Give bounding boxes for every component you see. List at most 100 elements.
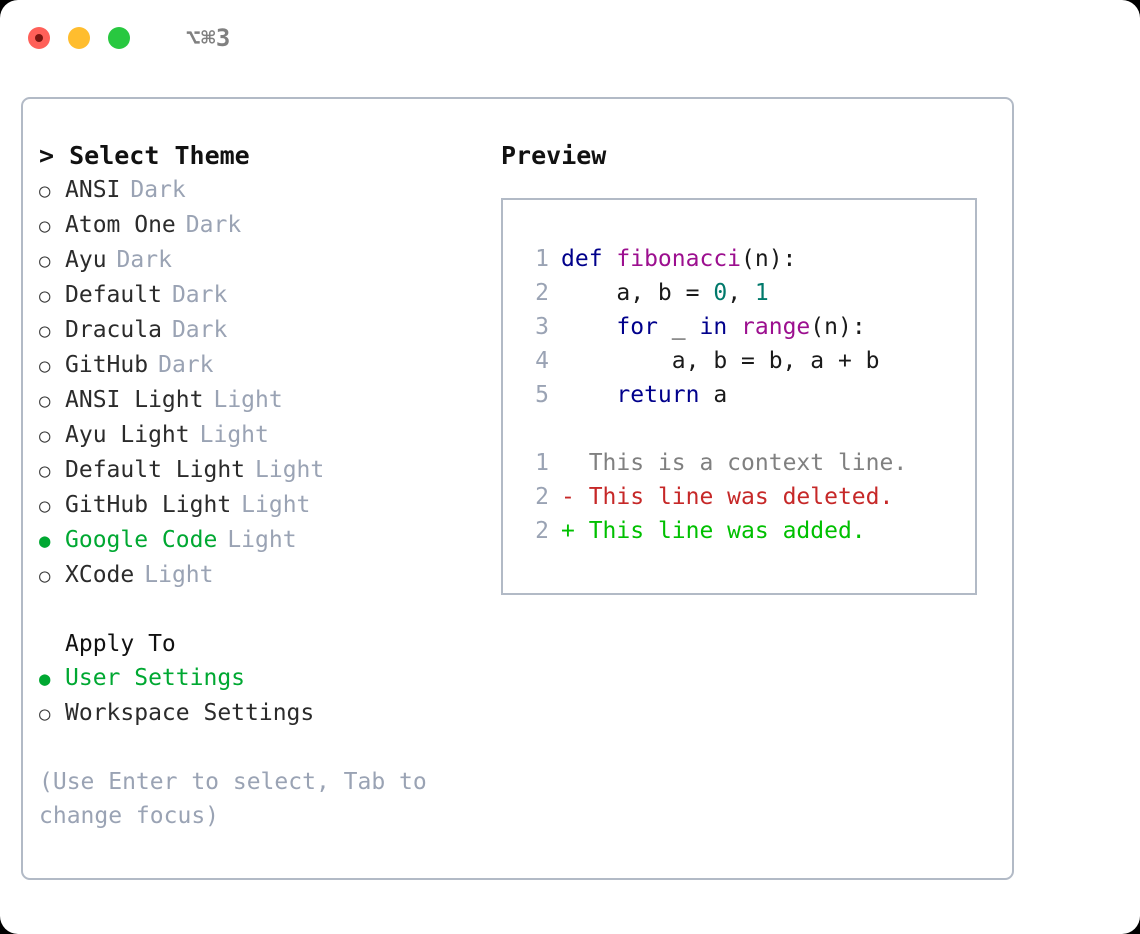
code-line-number: 2 — [535, 280, 549, 306]
code-diff-separator — [521, 412, 975, 446]
code-line: 4 a, b = b, a + b — [521, 344, 975, 378]
code-token-pl: a, b = b, a + b — [561, 348, 880, 374]
radio-unselected-icon: ○ — [39, 285, 51, 307]
theme-option-label: Ayu Light — [65, 422, 190, 448]
theme-option-label: Dracula — [65, 317, 162, 343]
code-line-number: 3 — [535, 314, 549, 340]
code-line-text: def fibonacci(n): — [561, 242, 796, 276]
theme-option[interactable]: ○ GitHub Light Light — [39, 488, 479, 523]
theme-option-label: ANSI — [65, 177, 121, 203]
apply-to-heading: Apply To — [65, 631, 176, 657]
code-line-number: 1 — [535, 246, 549, 272]
code-token-pl: _ — [657, 314, 700, 340]
theme-option-tag: Dark — [185, 212, 242, 238]
code-token-pl: (n): — [810, 314, 866, 340]
apply-to-option[interactable]: ●User Settings — [39, 661, 479, 696]
theme-option-label: Atom One — [65, 212, 176, 238]
theme-option[interactable]: ○ ANSI Light Light — [39, 383, 479, 418]
radio-selected-icon: ● — [39, 530, 51, 552]
theme-option-tag: Dark — [130, 177, 186, 203]
theme-option-label: Google Code — [65, 527, 218, 553]
code-token-pl: a, b = — [561, 280, 714, 306]
code-token-kw: in — [699, 314, 728, 340]
theme-option[interactable]: ○ GitHub Dark — [39, 348, 479, 383]
apply-to-option-label: User Settings — [65, 665, 246, 691]
theme-option-label: XCode — [65, 562, 135, 588]
radio-unselected-icon: ○ — [39, 390, 51, 412]
theme-option-tag: Dark — [116, 247, 172, 273]
radio-unselected-icon: ○ — [39, 180, 51, 202]
theme-option[interactable]: ○ Dracula Dark — [39, 313, 479, 348]
theme-option-label: GitHub — [65, 352, 149, 378]
theme-option[interactable]: ● Google Code Light — [39, 523, 479, 558]
radio-unselected-icon: ○ — [39, 250, 51, 272]
code-line-number: 4 — [535, 348, 549, 374]
theme-option-label: GitHub Light — [65, 492, 232, 518]
apply-to-list[interactable]: ●User Settings ○ Workspace Settings — [39, 661, 479, 731]
preview-heading: Preview — [501, 141, 607, 170]
radio-unselected-icon: ○ — [39, 703, 51, 725]
apply-to-option-label: Workspace Settings — [65, 700, 315, 726]
theme-option-label: Default Light — [65, 457, 246, 483]
theme-option[interactable]: ○ Atom One Dark — [39, 208, 479, 243]
code-token-kw: for — [616, 314, 658, 340]
theme-option-tag: Light — [213, 387, 283, 413]
code-token-num: 0 — [713, 280, 728, 306]
code-line: 1 def fibonacci(n): — [521, 242, 975, 276]
code-line-text: return a — [561, 378, 727, 412]
theme-option-tag: Dark — [171, 317, 228, 343]
theme-option-tag: Light — [241, 492, 311, 518]
diff-line-number: 1 — [535, 450, 549, 476]
theme-option-label: Ayu — [65, 247, 107, 273]
code-line-number: 5 — [535, 382, 549, 408]
theme-option-label: ANSI Light — [65, 387, 204, 413]
radio-unselected-icon: ○ — [39, 460, 51, 482]
keyboard-hint: (Use Enter to select, Tab to change focu… — [39, 769, 427, 829]
close-button[interactable] — [28, 27, 50, 49]
code-token-pl: (n): — [741, 246, 797, 272]
theme-option-tag: Dark — [171, 282, 228, 308]
keyboard-shortcut-label: ⌥⌘3 — [186, 24, 231, 52]
title-bar: ⌥⌘3 — [0, 0, 1140, 76]
select-theme-heading: > Select Theme — [39, 141, 250, 170]
maximize-button[interactable] — [108, 27, 130, 49]
diff-line: 2- This line was deleted. — [521, 480, 975, 514]
theme-option[interactable]: ○ XCode Light — [39, 558, 479, 593]
code-line: 5 return a — [521, 378, 975, 412]
minimize-button[interactable] — [68, 27, 90, 49]
apply-to-option[interactable]: ○ Workspace Settings — [39, 696, 479, 731]
code-token-fn: fibonacci — [616, 246, 742, 272]
code-token-pl — [561, 382, 616, 408]
diff-line: 2 + This line was added. — [521, 514, 975, 548]
radio-unselected-icon: ○ — [39, 320, 51, 342]
code-line: 2 a, b = 0, 1 — [521, 276, 975, 310]
theme-option-tag: Light — [144, 562, 214, 588]
diff-marker — [561, 446, 575, 480]
radio-unselected-icon: ○ — [39, 495, 51, 517]
radio-unselected-icon: ○ — [39, 565, 51, 587]
code-line-text: for _ in range(n): — [561, 310, 866, 344]
diff-line-text: This line was added. — [574, 518, 866, 544]
diff-sample: 1 This is a context line.2- This line wa… — [521, 446, 975, 548]
theme-option[interactable]: ○ ANSI Dark — [39, 173, 479, 208]
diff-line-number: 2 — [535, 518, 549, 544]
code-line-text: a, b = 0, 1 — [561, 276, 768, 310]
diff-marker: - — [561, 484, 575, 510]
radio-unselected-icon: ○ — [39, 215, 51, 237]
radio-unselected-icon: ○ — [39, 425, 51, 447]
diff-marker: + — [561, 518, 575, 544]
theme-option[interactable]: ○ Ayu Dark — [39, 243, 479, 278]
code-token-pl: , — [727, 280, 755, 306]
theme-option-tag: Light — [227, 527, 297, 553]
theme-option-tag: Dark — [158, 352, 214, 378]
radio-unselected-icon: ○ — [39, 355, 51, 377]
diff-line: 1 This is a context line. — [521, 446, 975, 480]
